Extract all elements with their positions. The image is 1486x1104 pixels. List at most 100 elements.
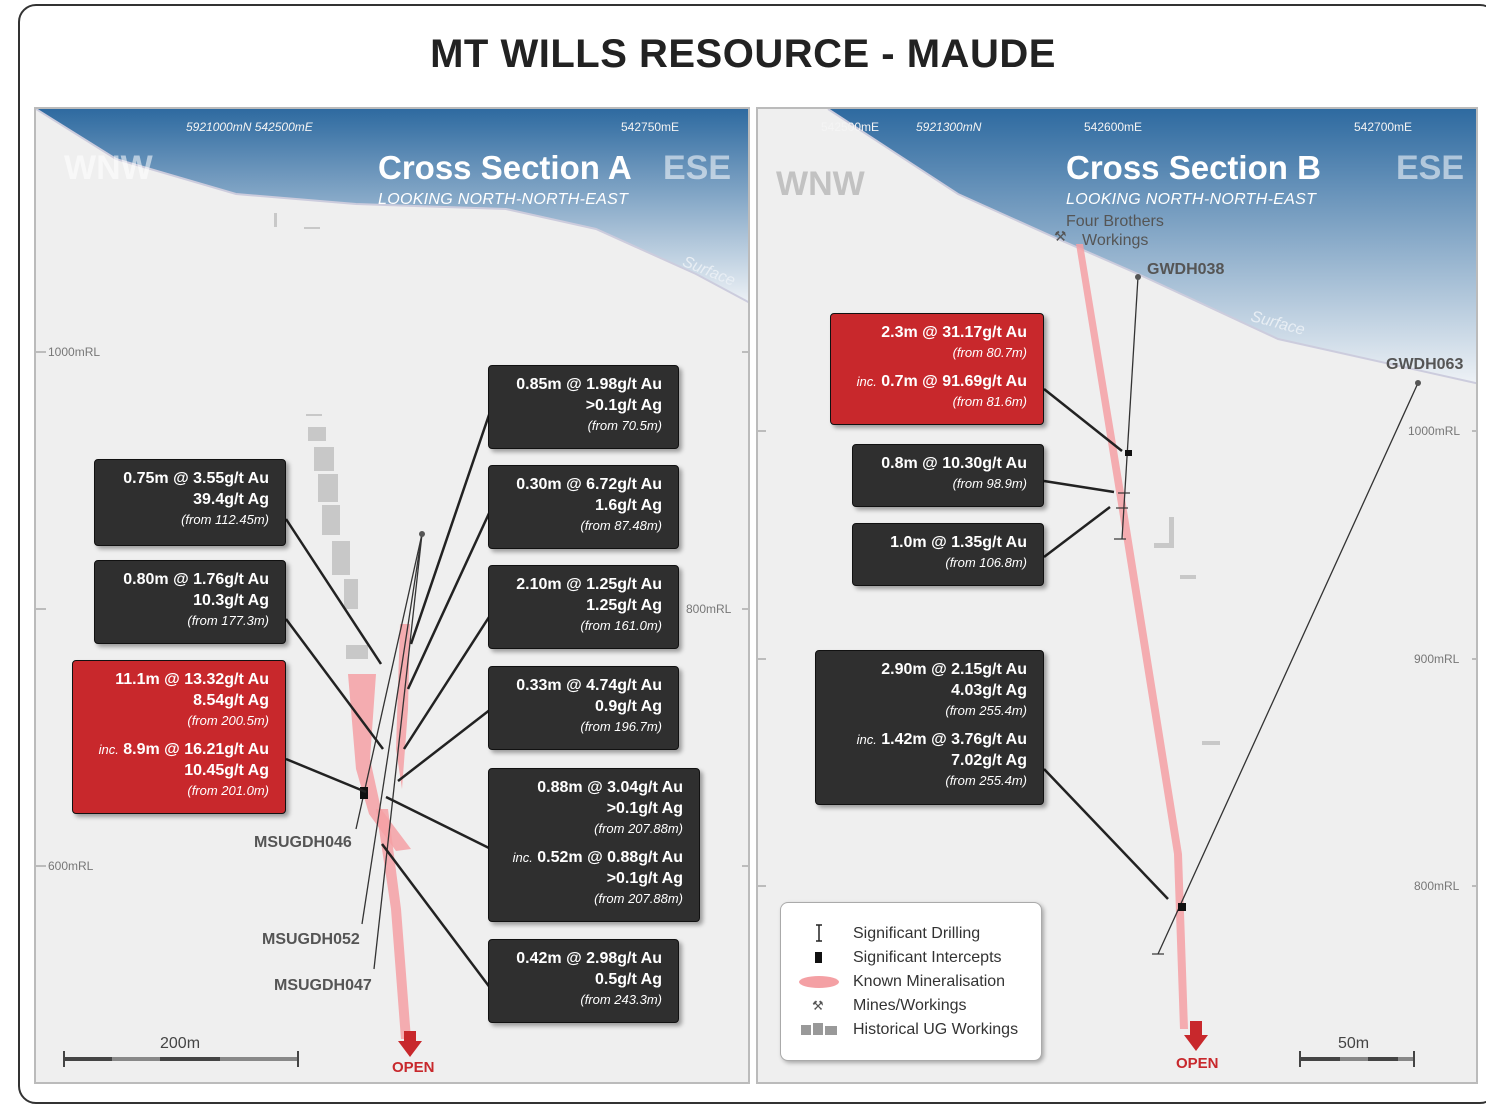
intercept-depth: (from 87.48m) bbox=[580, 518, 662, 533]
ug-workings-icon bbox=[801, 1023, 837, 1035]
intercept-grade: 10.45g/t Ag bbox=[184, 762, 269, 779]
legend-item: Significant Drilling bbox=[853, 925, 981, 942]
callout-leaders bbox=[284, 408, 493, 990]
intercept-callout: 2.90m @ 2.15g/t Au 4.03g/t Ag (from 255.… bbox=[815, 650, 1044, 805]
coordinate-label: 5921300mN bbox=[916, 120, 982, 134]
rl-label: 1000mRL bbox=[48, 345, 101, 359]
section-a-drawing bbox=[36, 109, 748, 1067]
surface-line bbox=[36, 109, 748, 303]
section-b-title: Cross Section B bbox=[1066, 149, 1321, 186]
coordinate-label: 542750mE bbox=[621, 120, 680, 134]
intercept-callout: 0.42m @ 2.98g/t Au 0.5g/t Ag (from 243.3… bbox=[488, 939, 679, 1023]
legend-item: Known Mineralisation bbox=[853, 973, 1006, 990]
coordinate-label: 542500mE bbox=[821, 120, 880, 134]
intercept-grade: 1.25g/t Ag bbox=[586, 597, 662, 614]
intercept-grade: 1.0m @ 1.35g/t Au bbox=[890, 534, 1027, 551]
intercept-grade: 0.8m @ 10.30g/t Au bbox=[881, 455, 1027, 472]
intercept-grade: 0.9g/t Ag bbox=[595, 698, 662, 715]
intercept-depth: (from 255.4m) bbox=[945, 773, 1027, 788]
drill-traces bbox=[355, 533, 423, 970]
intercept-grade: 4.03g/t Ag bbox=[951, 682, 1027, 699]
sky-area bbox=[36, 109, 748, 302]
scale-label: 200m bbox=[160, 1035, 201, 1052]
including-label: inc. bbox=[98, 742, 119, 757]
intercept-depth: (from 80.7m) bbox=[952, 345, 1027, 360]
intercept-grade: 0.75m @ 3.55g/t Au bbox=[123, 470, 269, 487]
intercept-grade: 0.85m @ 1.98g/t Au bbox=[516, 376, 662, 393]
section-b-drawing: ⚒ bbox=[758, 109, 1476, 1067]
intercept-grade: 1.6g/t Ag bbox=[595, 497, 662, 514]
intercept-grade: 0.33m @ 4.74g/t Au bbox=[516, 677, 662, 694]
page-title: MT WILLS RESOURCE - MAUDE bbox=[430, 32, 1056, 76]
historical-workings bbox=[1154, 517, 1220, 745]
intercept-grade: 0.5g/t Ag bbox=[595, 971, 662, 988]
drillhole-label: GWDH063 bbox=[1386, 356, 1464, 373]
intercept-depth: (from 177.3m) bbox=[187, 613, 269, 628]
coordinate-label: 542600mE bbox=[1084, 120, 1143, 134]
intercept-callout-highlight: 2.3m @ 31.17g/t Au (from 80.7m) inc. 0.7… bbox=[830, 313, 1044, 425]
legend-symbols: ⚒ bbox=[799, 924, 839, 1035]
intercept-callout: 0.80m @ 1.76g/t Au 10.3g/t Ag (from 177.… bbox=[94, 560, 286, 644]
historical-workings bbox=[274, 213, 368, 659]
rl-label: 1000mRL bbox=[1408, 424, 1461, 438]
intercept-depth: (from 207.88m) bbox=[594, 891, 683, 906]
intercept-symbol-icon bbox=[815, 952, 822, 963]
intercept-depth: (from 196.7m) bbox=[580, 719, 662, 734]
drillhole-label: MSUGDH047 bbox=[274, 977, 372, 994]
intercept-depth: (from 81.6m) bbox=[952, 394, 1027, 409]
intercept-grade: 0.30m @ 6.72g/t Au bbox=[516, 476, 662, 493]
drillhole-label: GWDH038 bbox=[1147, 261, 1225, 278]
drilling-symbol-icon bbox=[816, 924, 822, 942]
intercept-grade: >0.1g/t Ag bbox=[606, 870, 683, 887]
intercept-depth: (from 200.5m) bbox=[187, 713, 269, 728]
intercept-callout: 0.88m @ 3.04g/t Au >0.1g/t Ag (from 207.… bbox=[488, 768, 700, 922]
scale-bar bbox=[1299, 1051, 1415, 1067]
intercept-grade: 10.3g/t Ag bbox=[193, 592, 269, 609]
intercept-grade: 2.10m @ 1.25g/t Au bbox=[516, 576, 662, 593]
mines-workings-icon: ⚒ bbox=[812, 999, 824, 1014]
scale-label: 50m bbox=[1338, 1035, 1370, 1052]
intercept-grade: 8.54g/t Ag bbox=[193, 692, 269, 709]
intercept-depth: (from 207.88m) bbox=[594, 821, 683, 836]
intercept-depth: (from 70.5m) bbox=[587, 418, 662, 433]
intercept-depth: (from 106.8m) bbox=[945, 555, 1027, 570]
intercept-grade: 11.1m @ 13.32g/t Au bbox=[115, 671, 269, 688]
open-label: OPEN bbox=[392, 1059, 435, 1076]
intercept-grade: 1.42m @ 3.76g/t Au bbox=[881, 731, 1027, 748]
coordinate-label: 5921000mN 542500mE bbox=[186, 120, 313, 134]
intercept-callout: 0.85m @ 1.98g/t Au >0.1g/t Ag (from 70.5… bbox=[488, 365, 679, 449]
intercept-grade: 2.90m @ 2.15g/t Au bbox=[881, 661, 1027, 678]
intercept-grade: >0.1g/t Ag bbox=[606, 800, 683, 817]
rl-label: 600mRL bbox=[48, 859, 94, 873]
direction-right: ESE bbox=[663, 149, 732, 187]
including-label: inc. bbox=[856, 732, 877, 747]
drill-traces bbox=[1121, 276, 1419, 955]
intercept-grade: 2.3m @ 31.17g/t Au bbox=[881, 324, 1027, 341]
intercept-depth: (from 98.9m) bbox=[952, 476, 1027, 491]
intercept-callout: 0.30m @ 6.72g/t Au 1.6g/t Ag (from 87.48… bbox=[488, 465, 679, 549]
mineralisation-zone bbox=[1076, 244, 1188, 1029]
including-label: inc. bbox=[856, 374, 877, 389]
intercept-depth: (from 161.0m) bbox=[580, 618, 662, 633]
including-label: inc. bbox=[512, 850, 533, 865]
intercept-grade: 0.52m @ 0.88g/t Au bbox=[537, 849, 683, 866]
intercept-callout: 0.33m @ 4.74g/t Au 0.9g/t Ag (from 196.7… bbox=[488, 666, 679, 750]
direction-right: ESE bbox=[1396, 149, 1465, 187]
intercept-depth: (from 112.45m) bbox=[181, 512, 269, 527]
intercept-depth: (from 201.0m) bbox=[187, 783, 269, 798]
legend-item: Historical UG Workings bbox=[853, 1021, 1019, 1038]
scale-bar bbox=[63, 1051, 299, 1067]
mine-workings-icon: ⚒ bbox=[1054, 229, 1067, 245]
intercept-grade: 7.02g/t Ag bbox=[951, 752, 1027, 769]
drillhole-label: MSUGDH052 bbox=[262, 931, 360, 948]
open-arrow bbox=[398, 1031, 422, 1057]
intercept-grade: 0.80m @ 1.76g/t Au bbox=[123, 571, 269, 588]
cross-section-b-panel: ⚒ 542500mE 5921300mN 542600mE 542700mE W… bbox=[756, 107, 1478, 1084]
rl-label: 800mRL bbox=[1414, 879, 1460, 893]
legend-item: Mines/Workings bbox=[853, 997, 967, 1014]
open-label: OPEN bbox=[1176, 1055, 1219, 1072]
surface-line bbox=[827, 109, 1476, 385]
intercept-callout: 2.10m @ 1.25g/t Au 1.25g/t Ag (from 161.… bbox=[488, 565, 679, 649]
intercept-grade: 39.4g/t Ag bbox=[193, 491, 269, 508]
intercept-depth: (from 255.4m) bbox=[945, 703, 1027, 718]
